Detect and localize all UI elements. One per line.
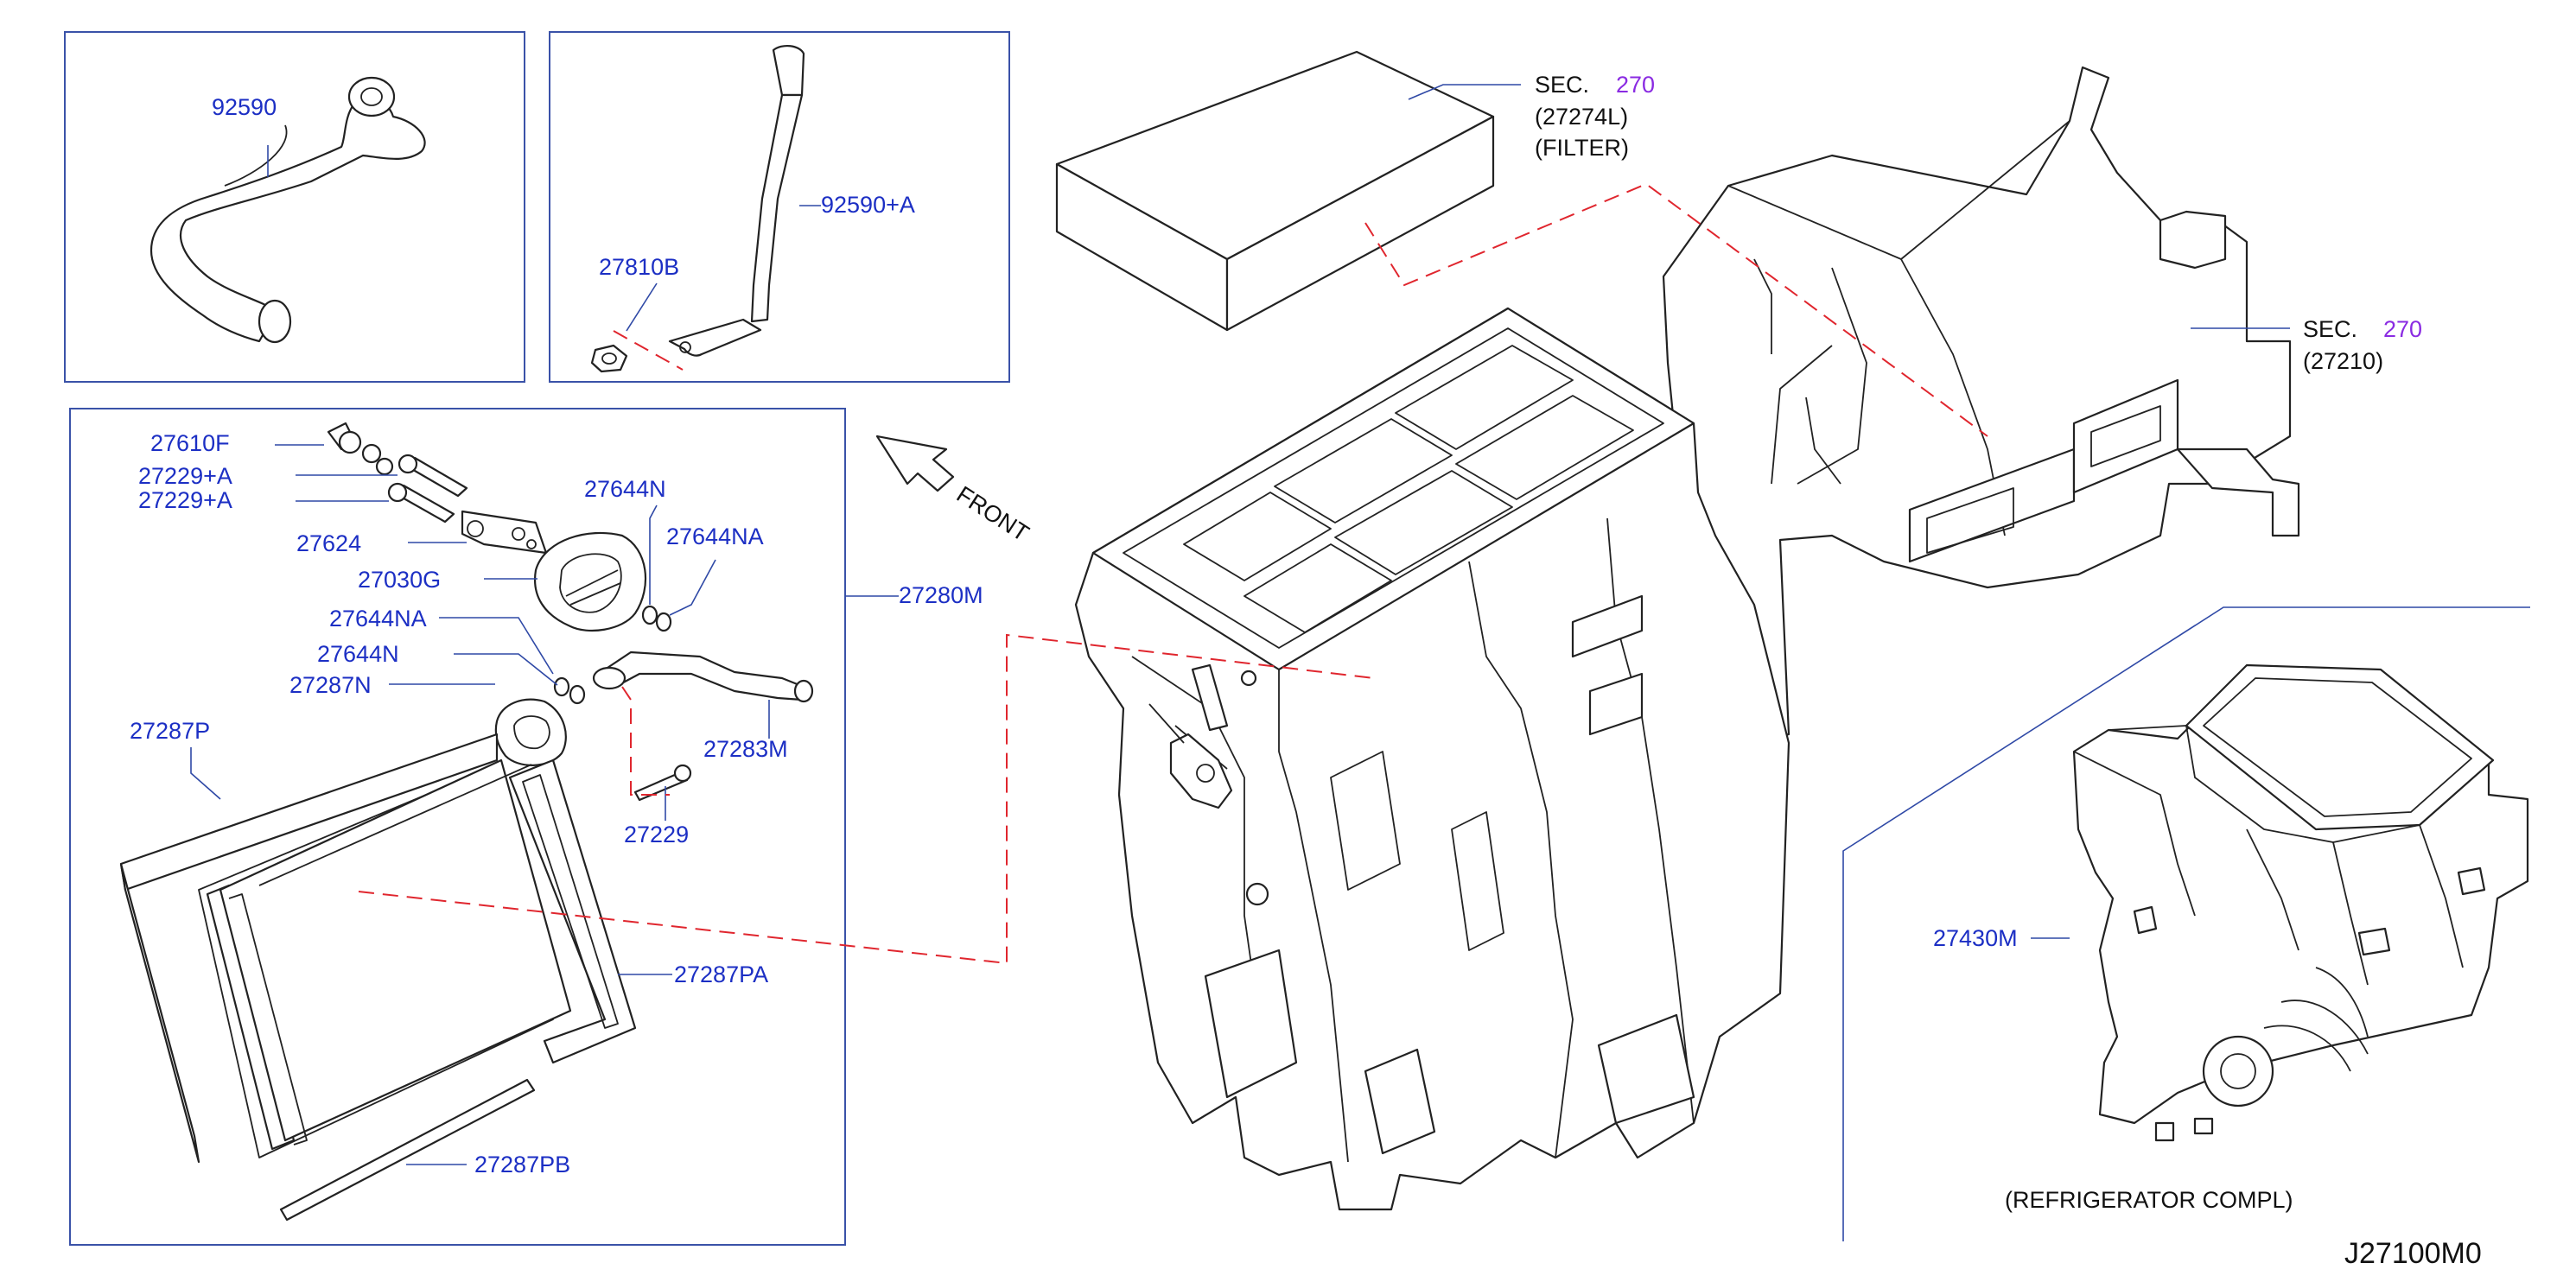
- label-sec-unit-num: 270: [2383, 316, 2422, 342]
- label-27229a-1: 27229+A: [138, 463, 232, 489]
- hose-92590a-box: [549, 31, 1010, 383]
- label-sec-filter-num: 270: [1616, 72, 1655, 98]
- hose-92590a-drawing: [590, 45, 821, 373]
- label-27644n-1: 27644N: [584, 476, 666, 502]
- label-filter-pn: (27274L): [1535, 104, 1628, 130]
- refrigerator-drawing: [2031, 663, 2529, 1142]
- front-direction-arrow: [875, 435, 955, 492]
- label-92590a: 92590+A: [821, 192, 915, 218]
- label-refrigerator-compl: (REFRIGERATOR COMPL): [2005, 1187, 2293, 1213]
- label-unit-pn: (27210): [2303, 348, 2383, 374]
- refrigerator-box-edge: [1842, 606, 2530, 1241]
- label-27644na-1: 27644NA: [666, 524, 764, 549]
- label-27030g: 27030G: [358, 567, 441, 593]
- evaporator-parts-drawing: [119, 182, 1988, 1222]
- label-filter-name: (FILTER): [1535, 135, 1629, 161]
- hose-92590-box: [64, 31, 525, 383]
- label-27280m: 27280M: [899, 582, 983, 608]
- label-27283m: 27283M: [703, 736, 788, 762]
- label-sec-filter: SEC.: [1535, 72, 1589, 98]
- label-27430m: 27430M: [1933, 925, 2018, 951]
- label-27644na-2: 27644NA: [329, 606, 427, 631]
- label-27624: 27624: [296, 530, 361, 556]
- label-27287pb: 27287PB: [474, 1152, 570, 1177]
- label-27229: 27229: [624, 822, 689, 847]
- label-27287pa: 27287PA: [674, 962, 768, 987]
- cabin-filter-drawing: [1055, 50, 1521, 332]
- label-front: FRONT: [952, 481, 1034, 547]
- label-27810b: 27810B: [599, 254, 679, 280]
- label-27644n-2: 27644N: [317, 641, 399, 667]
- label-27287n: 27287N: [289, 672, 372, 698]
- hose-92590-drawing: [149, 76, 426, 344]
- heater-unit-drawing: [1074, 307, 1790, 1211]
- label-27287p: 27287P: [130, 718, 210, 744]
- label-92590: 92590: [212, 94, 277, 120]
- label-27610f: 27610F: [150, 430, 230, 456]
- diagram-code: J27100M0: [2344, 1237, 2482, 1270]
- label-27229a-2: 27229+A: [138, 487, 232, 513]
- label-sec-unit: SEC.: [2303, 316, 2357, 342]
- evaporator-assembly-box: [69, 408, 846, 1246]
